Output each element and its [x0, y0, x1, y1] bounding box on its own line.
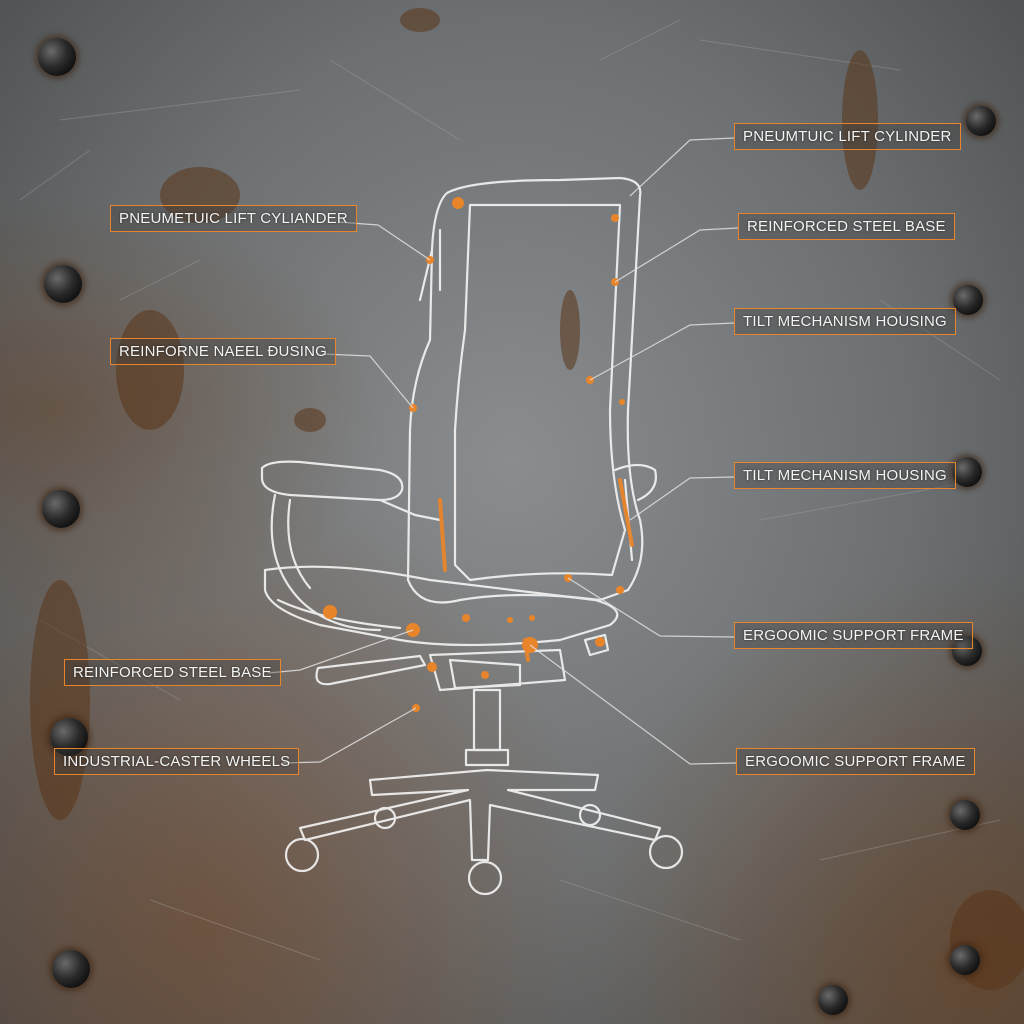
caster-wheel: [373, 806, 397, 830]
caster-wheel: [284, 837, 320, 873]
rivet: [50, 718, 88, 756]
gas-cylinder: [472, 688, 502, 752]
star-base: [298, 768, 662, 862]
rivet: [950, 945, 980, 975]
callout-left-2: REINFORNE ΝAEEL ĐUSING: [110, 338, 337, 365]
right-armrest: [613, 463, 657, 502]
rivet: [966, 106, 996, 136]
backrest-mesh: [453, 203, 627, 582]
rivet: [952, 457, 982, 487]
callout-left-3: REINFORCED STEEL BASE: [64, 659, 281, 686]
callout-right-1: PNEUMTUIC LIFT CYLINDER: [734, 123, 961, 150]
caster-wheel: [578, 803, 602, 827]
rivet: [44, 265, 82, 303]
rivet: [950, 800, 980, 830]
adjust-lever: [315, 654, 427, 686]
rivet: [52, 950, 90, 988]
callout-right-5: ERGOOMIC SUPPORT FRAME: [734, 622, 973, 649]
callout-right-3: TILT MECHANISM HOUSING: [734, 308, 956, 335]
callout-left-1: PNEUMETUIC LIFT CYLIANDER: [110, 205, 357, 232]
callout-right-6: ERGOOMIC SUPPORT FRAME: [736, 748, 975, 775]
rivet: [38, 38, 76, 76]
tilt-mechanism: [428, 648, 567, 692]
rivet: [953, 285, 983, 315]
callout-right-4: TILT MECHANISM HOUSING: [734, 462, 956, 489]
caster-wheel: [648, 834, 684, 870]
rivet: [42, 490, 80, 528]
left-armrest: [260, 460, 404, 502]
seat: [263, 565, 619, 647]
rivet: [818, 985, 848, 1015]
rivet: [952, 636, 982, 666]
caster-wheel: [467, 860, 503, 896]
callout-right-2: REINFORCED STEEL BASE: [738, 213, 955, 240]
backrest-frame: [406, 176, 644, 604]
callout-left-4: INDUSTRIAL-CASTER WHEELS: [54, 748, 300, 775]
leader-lines: [267, 137, 739, 765]
